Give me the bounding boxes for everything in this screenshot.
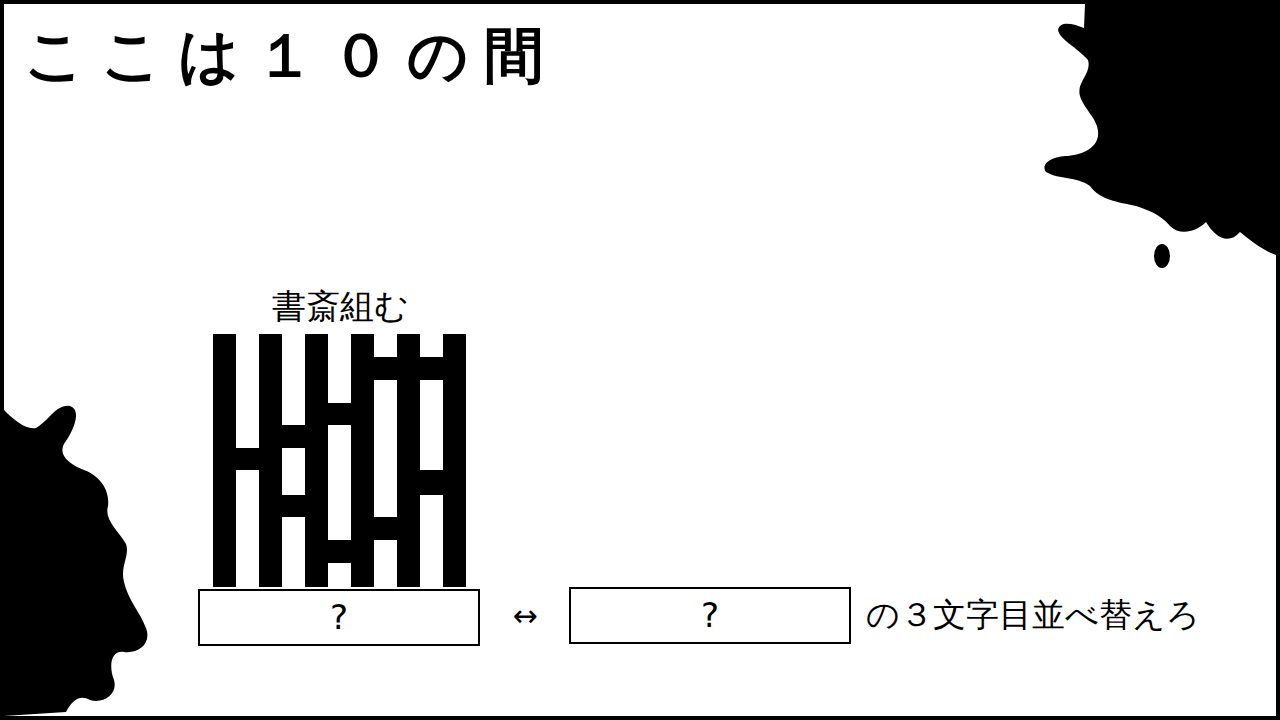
box-text: ? bbox=[330, 599, 348, 636]
amidakuji-ladder bbox=[213, 334, 466, 587]
ink-splatter bbox=[4, 4, 1276, 716]
instruction-text: の３文字目並べ替えろ bbox=[866, 597, 1200, 633]
swap-symbol: ↔ bbox=[512, 599, 537, 632]
box-text: ? bbox=[701, 597, 719, 634]
riddle-hint: 書斎組む bbox=[272, 288, 409, 325]
page-title: ここは１０の間 bbox=[24, 22, 560, 88]
answer-box: ? bbox=[198, 589, 480, 646]
answer-box: ? bbox=[569, 587, 851, 644]
